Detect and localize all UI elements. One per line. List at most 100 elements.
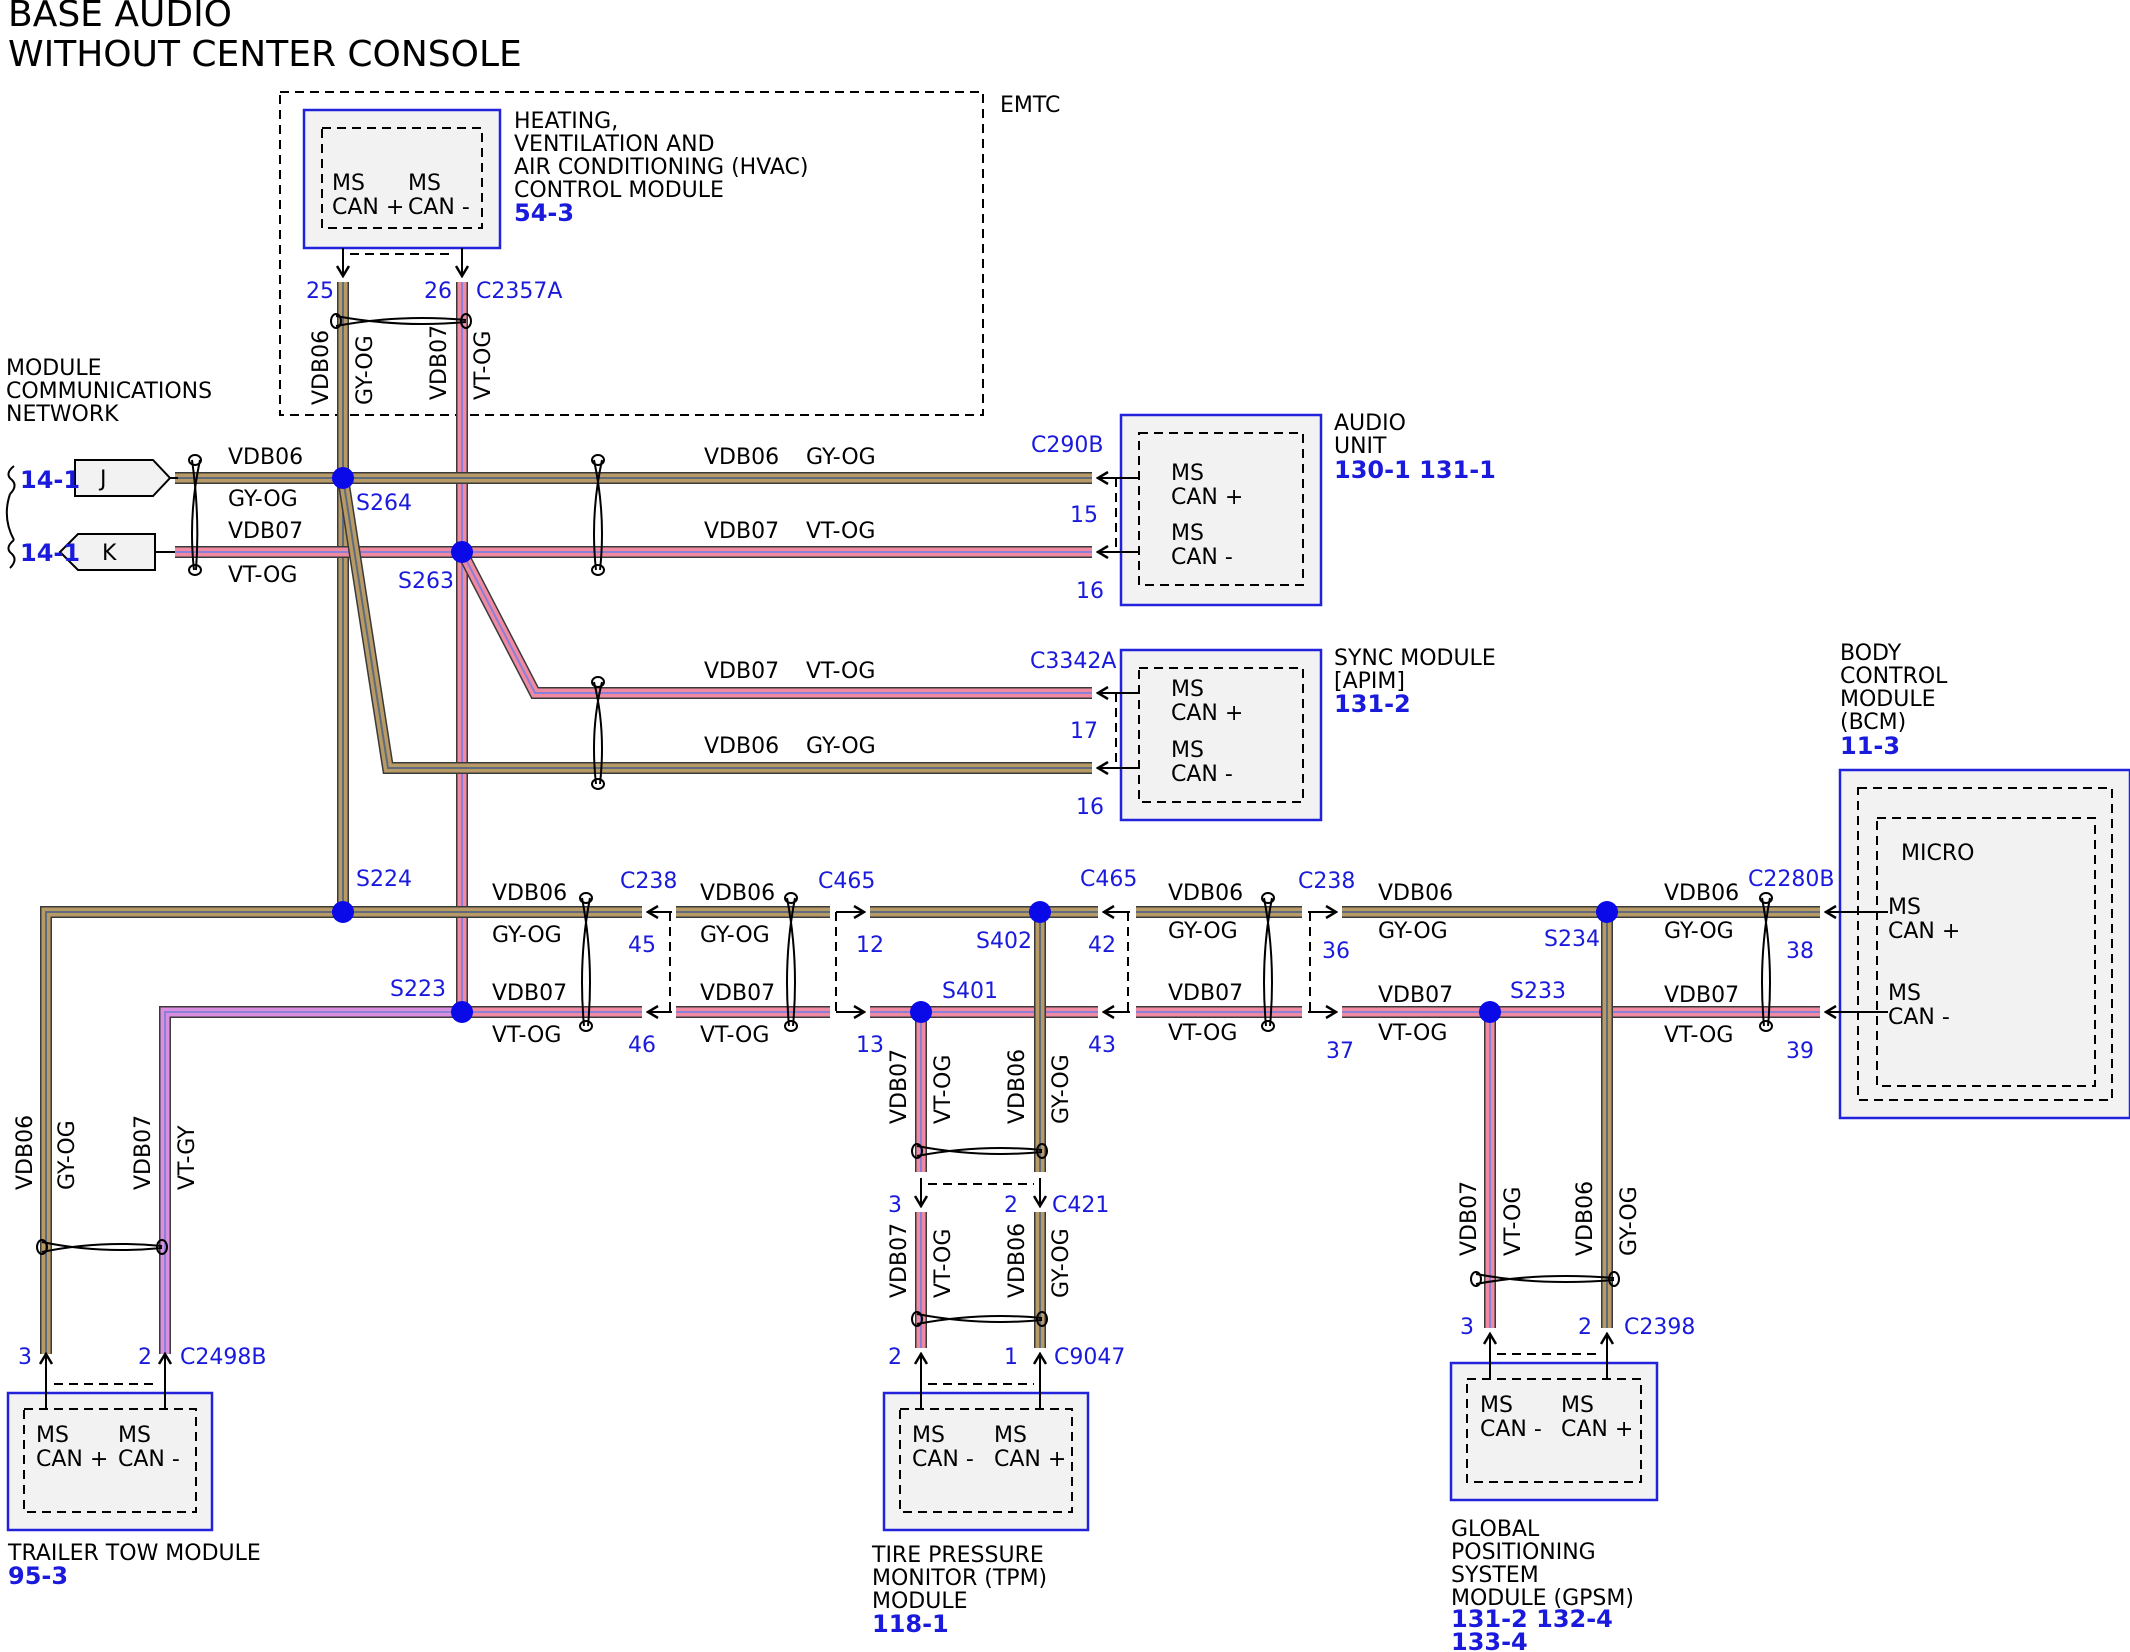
- trailer-pin-num-3: 3: [18, 1345, 32, 1370]
- trailer-name: TRAILER TOW MODULE: [7, 1541, 261, 1566]
- gpsm-pin1-line2: CAN -: [1480, 1417, 1542, 1442]
- gpsm-name-4: MODULE (GPSM): [1451, 1586, 1634, 1611]
- hvac-name-2: VENTILATION AND: [514, 132, 715, 157]
- gpsm-pin2-line2: CAN +: [1561, 1417, 1633, 1442]
- connector-bodies: [54, 253, 1600, 1385]
- gpsm-ref-2[interactable]: 133-4: [1451, 1628, 1528, 1652]
- tpm-name-3: MODULE: [872, 1589, 968, 1614]
- title-line-2: WITHOUT CENTER CONSOLE: [8, 34, 522, 75]
- c465-right-name: C465: [1080, 867, 1137, 892]
- svg-text:VT-OG: VT-OG: [471, 331, 496, 400]
- c238-left-pin-46: 46: [628, 1033, 656, 1058]
- svg-text:VDB07: VDB07: [1168, 981, 1243, 1006]
- audio-name-1: AUDIO: [1334, 411, 1406, 436]
- hvac-ref[interactable]: 54-3: [514, 199, 574, 227]
- network-ref-k[interactable]: 14-1: [20, 539, 80, 567]
- wire-harness: [40, 282, 1820, 1354]
- svg-text:GY-OG: GY-OG: [353, 335, 378, 405]
- svg-text:VDB06: VDB06: [700, 881, 775, 906]
- audio-pin2-line1: MS: [1171, 521, 1204, 546]
- bcm-module: MICRO MS CAN + MS CAN -: [1838, 768, 2130, 1120]
- bcm-ref[interactable]: 11-3: [1840, 732, 1900, 760]
- sync-name-2: [APIM]: [1334, 669, 1405, 694]
- svg-text:VDB07: VDB07: [887, 1049, 912, 1124]
- c238-right-name: C238: [1298, 869, 1355, 894]
- gpsm-name-2: POSITIONING: [1451, 1540, 1596, 1565]
- bcm-name-4: (BCM): [1840, 710, 1906, 735]
- c465-left-pin-13: 13: [856, 1033, 884, 1058]
- bcm-name-2: CONTROL: [1840, 664, 1948, 689]
- trailer-pin2-line2: CAN -: [118, 1447, 180, 1472]
- tpm-name-1: TIRE PRESSURE: [871, 1543, 1044, 1568]
- break-mark-j: [7, 465, 16, 495]
- splice-labels: S264 S263 S224 S223 S402 S401 S234 S233: [356, 491, 1600, 1004]
- network-ref-j[interactable]: 14-1: [20, 466, 80, 494]
- sync-pin2-line1: MS: [1171, 738, 1204, 763]
- svg-text:VT-OG: VT-OG: [700, 1023, 769, 1048]
- svg-text:VDB07: VDB07: [492, 981, 567, 1006]
- svg-text:GY-OG: GY-OG: [1617, 1186, 1642, 1256]
- tpm-upper-pin-2: 2: [1004, 1193, 1018, 1218]
- c465-right-pin-43: 43: [1088, 1033, 1116, 1058]
- svg-text:VDB07: VDB07: [704, 659, 779, 684]
- network-label-1: MODULE: [6, 356, 102, 381]
- svg-text:VDB06: VDB06: [1005, 1049, 1030, 1124]
- connector-arrows: [46, 248, 1888, 1409]
- emtc-label: EMTC: [1000, 93, 1060, 118]
- svg-text:VDB07: VDB07: [704, 519, 779, 544]
- svg-text:VDB06: VDB06: [1573, 1181, 1598, 1256]
- svg-text:VDB06: VDB06: [1664, 881, 1739, 906]
- gpsm-connector: C2398: [1624, 1315, 1695, 1340]
- network-label-3: NETWORK: [6, 402, 119, 427]
- tpm-pin1-line1: MS: [912, 1423, 945, 1448]
- tpm-lower-pin-2: 2: [888, 1345, 902, 1370]
- bcm-pin-num-38: 38: [1786, 939, 1814, 964]
- hvac-name-3: AIR CONDITIONING (HVAC): [514, 155, 808, 180]
- tpm-pin1-line2: CAN -: [912, 1447, 974, 1472]
- hvac-pin2-line1: MS: [408, 171, 441, 196]
- network-label-2: COMMUNICATIONS: [6, 379, 212, 404]
- trailer-connector: C2498B: [180, 1345, 266, 1370]
- tpm-c9047-connector: C9047: [1054, 1345, 1125, 1370]
- trailer-pin1-line2: CAN +: [36, 1447, 108, 1472]
- svg-text:GY-OG: GY-OG: [228, 487, 298, 512]
- svg-text:VT-OG: VT-OG: [1664, 1023, 1733, 1048]
- audio-pin2-line2: CAN -: [1171, 545, 1233, 570]
- bcm-pin-num-39: 39: [1786, 1039, 1814, 1064]
- svg-text:VT-OG: VT-OG: [228, 563, 297, 588]
- svg-text:VDB07: VDB07: [131, 1115, 156, 1190]
- c465-left-pin-12: 12: [856, 933, 884, 958]
- gpsm-name-3: SYSTEM: [1451, 1563, 1539, 1588]
- c465-left-name: C465: [818, 869, 875, 894]
- svg-text:VDB06: VDB06: [1378, 881, 1453, 906]
- tpm-ref[interactable]: 118-1: [872, 1610, 949, 1638]
- sync-ref[interactable]: 131-2: [1334, 690, 1411, 718]
- audio-pin1-line2: CAN +: [1171, 485, 1243, 510]
- tpm-lower-pin-1: 1: [1004, 1345, 1018, 1370]
- bcm-pin2-line2: CAN -: [1888, 1005, 1950, 1030]
- trailer-ref[interactable]: 95-3: [8, 1562, 68, 1590]
- svg-text:VDB06: VDB06: [1005, 1223, 1030, 1298]
- gpsm-module: MS CAN - MS CAN +: [1449, 1361, 1659, 1502]
- svg-text:VT-OG: VT-OG: [931, 1229, 956, 1298]
- gpsm-ref-1[interactable]: 131-2 132-4: [1451, 1605, 1613, 1633]
- audio-unit-module: MS CAN + MS CAN -: [1119, 413, 1323, 607]
- svg-text:VDB07: VDB07: [427, 325, 452, 400]
- hvac-module: MS CAN + MS CAN -: [302, 108, 502, 250]
- svg-text:VDB06: VDB06: [492, 881, 567, 906]
- c465-right-pin-42: 42: [1088, 933, 1116, 958]
- splice-s401-label: S401: [942, 979, 998, 1004]
- audio-ref[interactable]: 130-1 131-1: [1334, 456, 1496, 484]
- sync-pin1-line2: CAN +: [1171, 701, 1243, 726]
- gpsm-pin2-line1: MS: [1561, 1393, 1594, 1418]
- sync-pin1-line1: MS: [1171, 677, 1204, 702]
- twisted-pair-markers: [36, 313, 1773, 1327]
- audio-pin-num-15: 15: [1070, 503, 1098, 528]
- splice-s223-dot: [451, 1001, 473, 1023]
- svg-text:VDB07: VDB07: [887, 1223, 912, 1298]
- svg-text:VT-GY: VT-GY: [175, 1125, 200, 1190]
- sync-pin-num-16: 16: [1076, 795, 1104, 820]
- svg-text:VDB07: VDB07: [1457, 1181, 1482, 1256]
- wire-vdb06-sync: [337, 477, 1092, 774]
- splice-s233-dot: [1479, 1001, 1501, 1023]
